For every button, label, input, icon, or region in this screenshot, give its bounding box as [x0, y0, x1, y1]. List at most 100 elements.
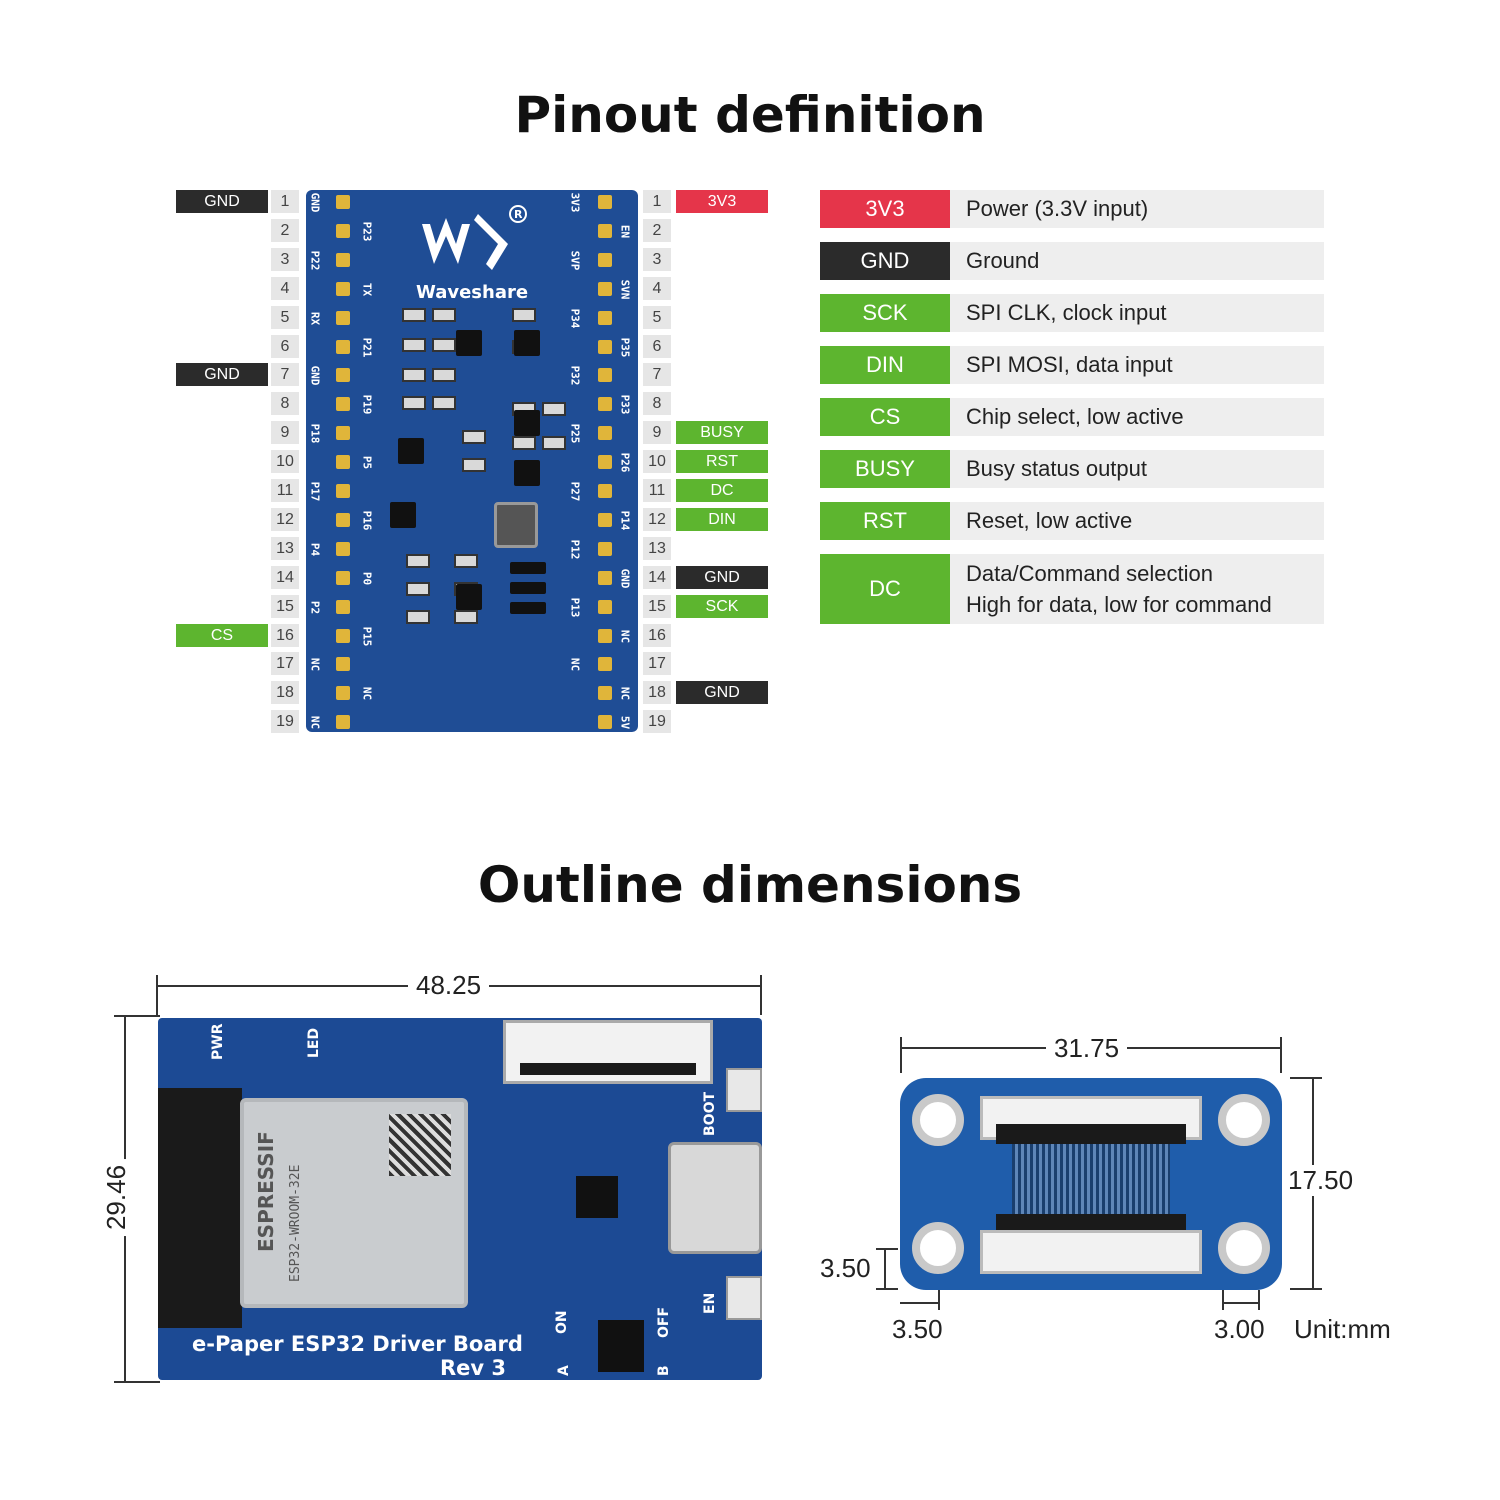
pin-hole-icon	[336, 629, 350, 643]
board-pin-label: RX	[308, 311, 322, 326]
right-pin-number: 9	[643, 421, 671, 444]
right-pin-tag-gnd: GND	[676, 566, 768, 589]
left-pin-number: 1	[271, 190, 299, 213]
left-pin-number: 12	[271, 508, 299, 531]
board-pin-label: P14	[618, 510, 632, 531]
smd-component	[402, 396, 426, 410]
pwr-label: PWR	[210, 1023, 226, 1060]
pin-hole-icon	[598, 513, 612, 527]
left-pin-number: 3	[271, 248, 299, 271]
right-pin-tag-gnd: GND	[676, 681, 768, 704]
board-pin-label: P5	[360, 455, 374, 470]
board-pin-label: GND	[618, 568, 632, 589]
ic-chip	[390, 502, 416, 528]
pin-hole-icon	[598, 253, 612, 267]
board-pin-label: GND	[308, 192, 322, 213]
board-pin-label: P34	[568, 308, 582, 329]
brand-name: Waveshare	[416, 282, 529, 303]
legend-description-line: Chip select, low active	[966, 404, 1184, 429]
smd-component	[454, 610, 478, 624]
smd-component	[402, 368, 426, 382]
pin-hole-icon	[336, 195, 350, 209]
board-pin-label: EN	[618, 224, 632, 239]
mount-hole-icon	[1218, 1222, 1270, 1274]
adapter-width-tick-left	[900, 1037, 902, 1073]
smd-component	[432, 368, 456, 382]
adapter-width-tick-right	[1280, 1037, 1282, 1073]
board-pin-label: NC	[618, 629, 632, 644]
legend-tag: GND	[820, 242, 950, 280]
board-pin-label: P12	[568, 539, 582, 560]
driver-width-tick-right	[760, 975, 762, 1015]
led-label: LED	[306, 1027, 322, 1058]
right-pin-number: 15	[643, 595, 671, 618]
pin-hole-icon	[598, 368, 612, 382]
ic-chip	[510, 562, 546, 574]
legend-description: Chip select, low active	[950, 398, 1324, 436]
board-pin-label: P17	[308, 481, 322, 502]
pin-hole-icon	[336, 340, 350, 354]
ic-chip	[456, 330, 482, 356]
board-pin-label: SVP	[568, 250, 582, 271]
pin-header	[328, 190, 358, 732]
driver-height-tick-bottom	[114, 1381, 160, 1383]
left-pin-number: 15	[271, 595, 299, 618]
outline-title: Outline dimensions	[477, 856, 1023, 914]
mount-hole-icon	[912, 1094, 964, 1146]
adapter-height-tick-bottom	[1290, 1288, 1322, 1290]
antenna-area	[158, 1088, 242, 1328]
board-pin-label: P32	[568, 365, 582, 386]
left-pin-number: 2	[271, 219, 299, 242]
hole-right-tick-right	[1258, 1290, 1260, 1310]
board-pin-label: TX	[360, 282, 374, 297]
pin-hole-icon	[336, 311, 350, 325]
left-pin-number: 8	[271, 392, 299, 415]
smd-component	[432, 308, 456, 322]
smd-component	[406, 582, 430, 596]
boot-label: BOOT	[702, 1091, 718, 1136]
right-pin-tag-rst: RST	[676, 450, 768, 473]
board-pin-label: P0	[360, 571, 374, 586]
hole-x-label: 3.50	[884, 1314, 951, 1345]
board-pin-label: P25	[568, 423, 582, 444]
right-pin-number: 16	[643, 624, 671, 647]
pin-header	[590, 190, 620, 732]
pin-hole-icon	[336, 571, 350, 585]
pin-hole-icon	[598, 282, 612, 296]
pin-hole-icon	[598, 224, 612, 238]
boot-button	[726, 1068, 762, 1112]
adapter-width-label: 31.75	[1046, 1033, 1128, 1064]
right-pin-number: 6	[643, 335, 671, 358]
mount-hole-icon	[1218, 1094, 1270, 1146]
hole-y-tick-top	[876, 1248, 898, 1250]
left-pin-number: 14	[271, 566, 299, 589]
board-pin-label: NC	[308, 715, 322, 730]
switch-a-label: A	[556, 1365, 572, 1376]
pin-hole-icon	[598, 195, 612, 209]
right-pin-number: 5	[643, 306, 671, 329]
right-pin-tag-3v3: 3V3	[676, 190, 768, 213]
driver-width-tick-left	[156, 975, 158, 1015]
hole-x-tick	[938, 1290, 940, 1310]
left-pin-number: 6	[271, 335, 299, 358]
pin-hole-icon	[336, 282, 350, 296]
hole-right-label: 3.00	[1206, 1314, 1273, 1345]
left-pin-number: 19	[271, 710, 299, 733]
adapter-height-tick-top	[1290, 1077, 1322, 1079]
right-pin-number: 1	[643, 190, 671, 213]
pin-hole-icon	[336, 513, 350, 527]
right-pin-number: 10	[643, 450, 671, 473]
pin-hole-icon	[598, 397, 612, 411]
smd-component	[512, 308, 536, 322]
hole-y-line	[884, 1248, 886, 1290]
left-pin-number: 7	[271, 363, 299, 386]
left-pin-tag-cs: CS	[176, 624, 268, 647]
pin-hole-icon	[598, 715, 612, 729]
smd-component	[512, 436, 536, 450]
pin-hole-icon	[598, 657, 612, 671]
smd-component	[462, 458, 486, 472]
